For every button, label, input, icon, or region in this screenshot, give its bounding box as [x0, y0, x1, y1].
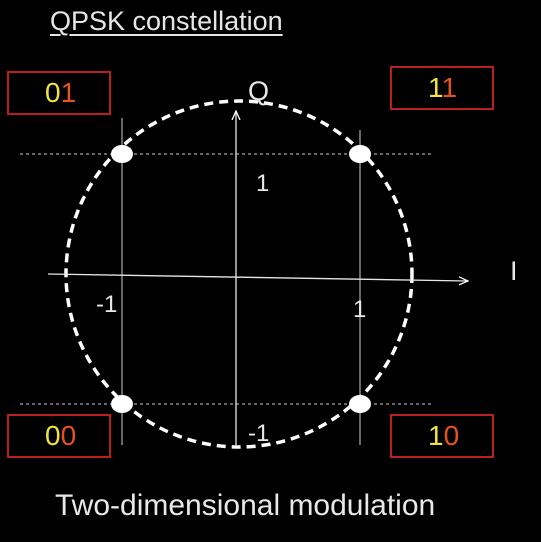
bit-pair-second-bit: 1 [60, 77, 77, 108]
bit-pair-first-bit: 0 [45, 77, 61, 108]
constellation-point-00 [111, 395, 133, 413]
constellation-point-01 [111, 145, 133, 163]
tick-q-minus: -1 [248, 420, 270, 447]
bit-pair-box-00: 00 [7, 414, 111, 458]
diagram-caption: Two-dimensional modulation [55, 489, 436, 522]
bit-pair-box-11: 11 [390, 66, 494, 110]
bit-pair-first-bit: 1 [428, 72, 442, 103]
i-axis-label: I [510, 256, 518, 286]
tick-i-plus: 1 [353, 296, 367, 323]
bit-pair-box-01: 01 [7, 71, 111, 115]
bit-pair-second-bit: 0 [60, 420, 77, 451]
constellation-point-11 [349, 145, 371, 163]
constellation-points [111, 145, 371, 413]
bit-pair-first-bit: 1 [428, 420, 444, 451]
q-axis-label: Q [248, 76, 270, 106]
tick-q-plus: 1 [256, 170, 270, 197]
i-axis [47, 273, 467, 281]
tick-i-minus: -1 [96, 291, 118, 318]
bit-pair-second-bit: 1 [441, 72, 458, 103]
bit-pair-second-bit: 0 [443, 420, 460, 451]
diagram-title: QPSK constellation [50, 6, 283, 36]
bit-pair-box-10: 10 [390, 414, 494, 458]
constellation-point-10 [349, 395, 371, 413]
bit-pair-first-bit: 0 [45, 420, 61, 451]
